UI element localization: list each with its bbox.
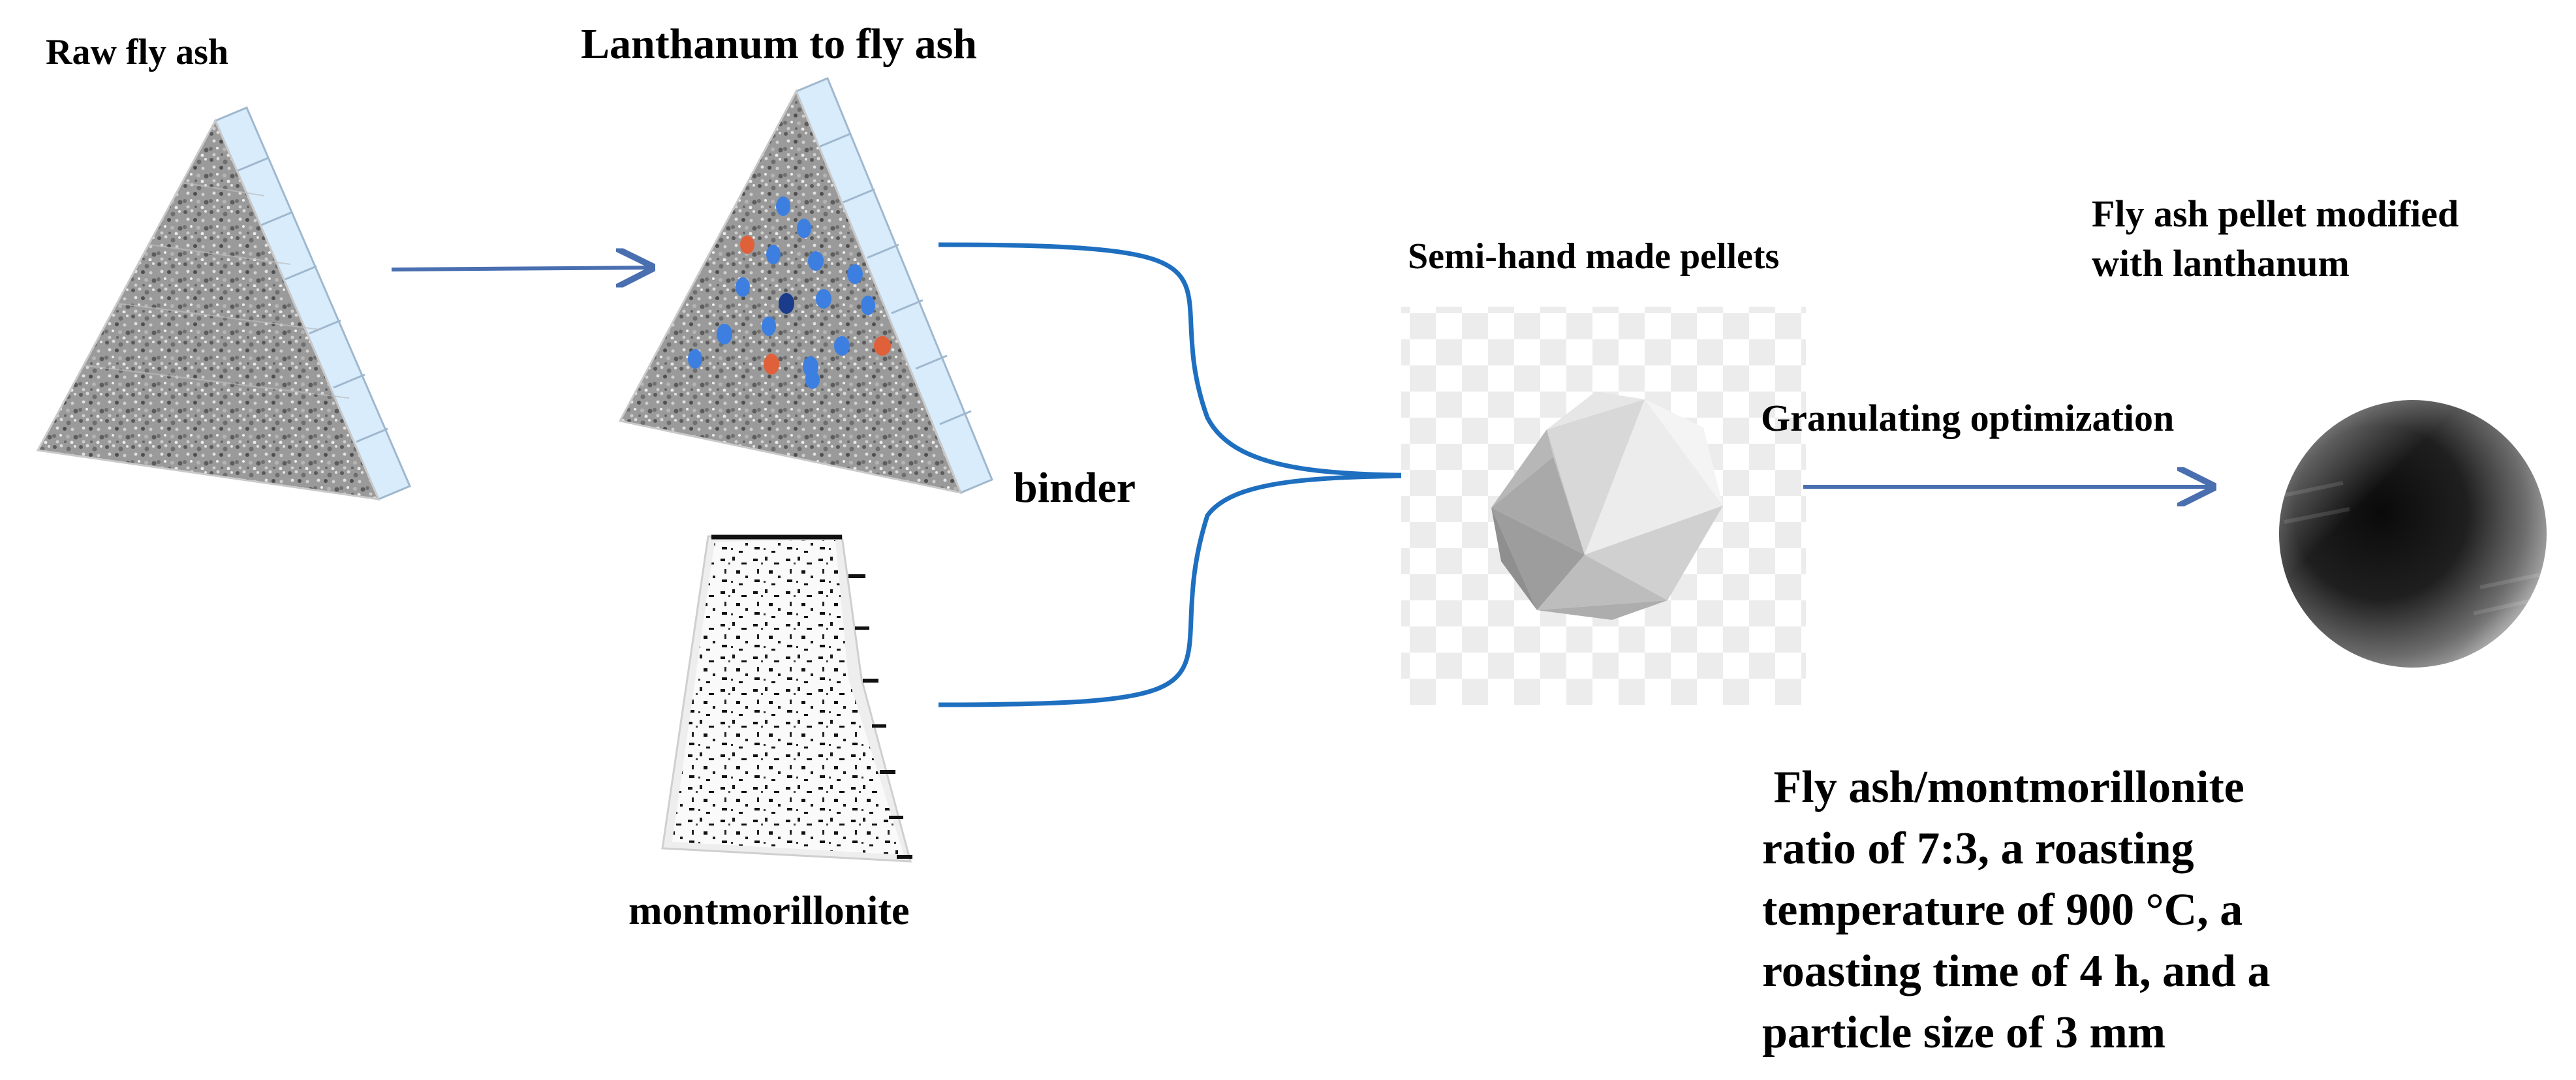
binder-connector-top xyxy=(938,242,1479,478)
raw-fly-ash-label: Raw fly ash xyxy=(46,32,229,72)
conditions-line: particle size of 3 mm xyxy=(1762,1008,2166,1058)
pellet-image xyxy=(1401,307,1806,705)
conditions-line: ratio of 7:3, a roasting xyxy=(1762,824,2194,874)
final-product-line: with lanthanum xyxy=(2092,242,2350,285)
optimal-conditions-text: Fly ash/montmorillonite ratio of 7:3, a … xyxy=(1762,757,2270,1064)
semi-hand-made-pellets-label: Semi-hand made pellets xyxy=(1408,236,1780,277)
montmorillonite-slab xyxy=(661,534,912,863)
conditions-line: Fly ash/montmorillonite xyxy=(1762,762,2244,812)
conditions-line: roasting time of 4 h, and a xyxy=(1762,946,2271,996)
flow-arrow-1 xyxy=(391,268,651,270)
binder-connector-bottom xyxy=(938,472,1479,707)
granulating-optimization-label: Granulating optimization xyxy=(1761,397,2175,439)
final-product-line: Fly ash pellet modified xyxy=(2092,193,2459,235)
modified-pellet-sphere xyxy=(2279,400,2547,668)
lanthanum-to-fly-ash-label: Lanthanum to fly ash xyxy=(581,20,977,68)
final-product-label: Fly ash pellet modified with lanthanum xyxy=(2092,189,2459,288)
binder-label: binder xyxy=(1014,464,1136,512)
lanthanum-fly-ash-prism xyxy=(618,77,993,495)
montmorillonite-label: montmorillonite xyxy=(628,889,910,933)
lanthanum-particles xyxy=(688,196,891,389)
raw-fly-ash-prism xyxy=(36,106,411,501)
conditions-line: temperature of 900 °C, a xyxy=(1762,885,2243,935)
